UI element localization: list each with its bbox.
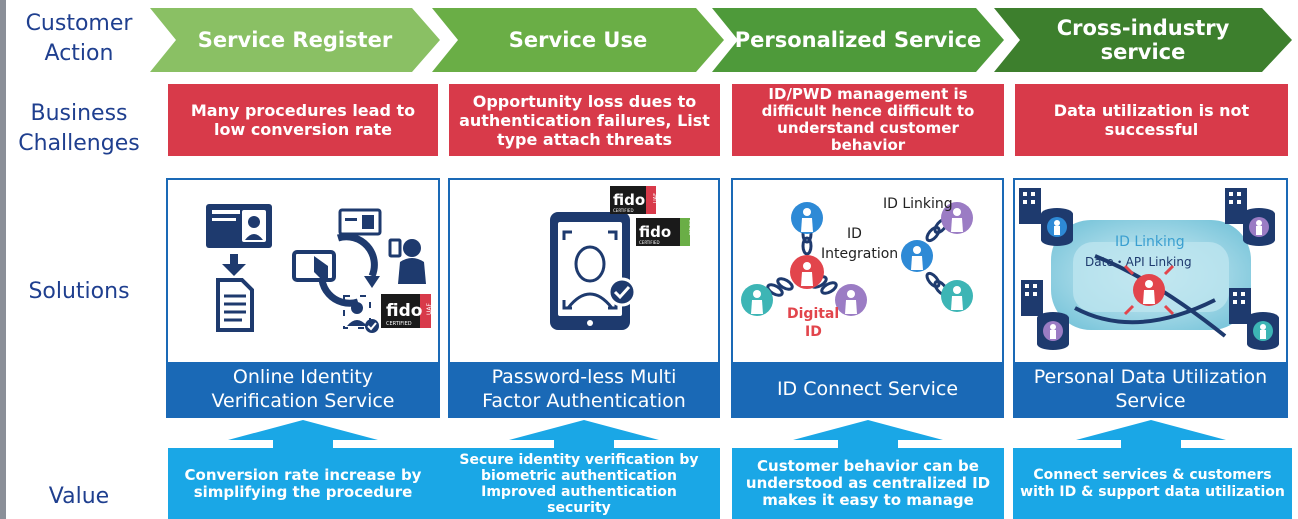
cloud-api-linking-label: Date・API Linking xyxy=(1085,255,1192,269)
checkmark-icon xyxy=(607,277,637,307)
step-label: Cross-industry service xyxy=(1056,16,1230,64)
step-chevron-4: Cross-industry service xyxy=(994,8,1292,72)
up-arrow-icon-1 xyxy=(228,420,378,450)
selfie-person-icon xyxy=(388,238,426,284)
tablet-touch-icon xyxy=(292,250,336,282)
person-node-blue-group2 xyxy=(901,240,933,272)
step-label: Service Register xyxy=(197,28,393,52)
row-label-solutions: Solutions xyxy=(28,279,130,304)
challenge-box-3: ID/PWD management is difficult hence dif… xyxy=(732,84,1004,156)
svg-text:UAF: UAF xyxy=(426,303,433,315)
row-label-business-challenges: Business Challenges xyxy=(18,101,140,156)
chevron-shape xyxy=(150,8,440,72)
step-chevron-1: Service Register xyxy=(150,8,440,72)
chevron-shape xyxy=(994,8,1292,72)
solution-passwordless: fido UAF CERTIFIED fido FIDO2 CERTIFIED … xyxy=(448,178,720,418)
small-id-card-icon xyxy=(338,208,382,236)
step-label: Service Use xyxy=(508,28,648,52)
value-box-1: Conversion rate increase by simplifying … xyxy=(168,448,438,519)
center-person-node xyxy=(1123,264,1175,316)
challenge-box-1: Many procedures lead to low conversion r… xyxy=(168,84,438,156)
up-arrow-icon-4 xyxy=(1076,420,1226,450)
building-icon-br xyxy=(1229,288,1251,324)
value-box-3: Customer behavior can be understood as c… xyxy=(732,448,1004,519)
svg-text:CERTIFIED: CERTIFIED xyxy=(613,208,634,213)
person-node-purple-right xyxy=(835,284,867,316)
solution-personal-data: ID Linking Date・API Linking xyxy=(1013,178,1288,418)
chevron-shape xyxy=(712,8,1004,72)
solution-caption: ID Connect Service xyxy=(733,362,1002,416)
value-box-2: Secure identity verification by biometri… xyxy=(438,448,720,519)
id-integration-label-2: Integration xyxy=(821,246,898,262)
id-card-icon xyxy=(206,204,272,248)
person-node-teal-left xyxy=(741,284,773,316)
building-icon-tr xyxy=(1225,188,1247,224)
database-node-tr xyxy=(1243,208,1275,246)
building-icon-bl xyxy=(1021,280,1043,316)
value-box-4: Connect services & customers with ID & s… xyxy=(1013,448,1292,519)
step-chevron-3: Personalized Service xyxy=(712,8,1004,72)
svg-text:UAF: UAF xyxy=(653,193,659,203)
svg-text:CERTIFIED: CERTIFIED xyxy=(639,240,660,245)
left-edge-bar xyxy=(0,0,6,519)
building-icon-tl xyxy=(1019,188,1041,224)
identity-verification-illustration: fido UAF CERTIFIED xyxy=(168,180,438,362)
digital-id-label-2: ID xyxy=(805,324,822,340)
id-integration-label-1: ID xyxy=(847,226,862,242)
solution-caption: Personal Data Utilization Service xyxy=(1015,362,1286,416)
smartphone-face-icon xyxy=(550,212,630,330)
solution-online-identity: fido UAF CERTIFIED Online Identity Verif… xyxy=(166,178,440,418)
id-connect-illustration: ID Linking ID Integration Digital ID xyxy=(733,180,1002,362)
digital-id-label-1: Digital xyxy=(787,306,839,322)
challenge-box-2: Opportunity loss dues to authentication … xyxy=(449,84,720,156)
solution-id-connect: ID Linking ID Integration Digital ID ID … xyxy=(731,178,1004,418)
fido-uaf-badge: fido UAF CERTIFIED xyxy=(610,186,659,214)
document-icon xyxy=(216,278,254,332)
svg-text:fido: fido xyxy=(613,191,645,209)
up-arrow-icon-2 xyxy=(509,420,659,450)
person-node-red-center xyxy=(790,255,824,289)
chevron-shape xyxy=(432,8,724,72)
row-label-value: Value xyxy=(48,484,110,509)
up-arrow-icon-3 xyxy=(793,420,943,450)
data-utilization-illustration: ID Linking Date・API Linking xyxy=(1015,180,1286,362)
database-node-bl xyxy=(1037,312,1069,350)
fido2-badge: fido FIDO2 CERTIFIED xyxy=(636,218,695,246)
person-node-teal-group2 xyxy=(941,280,973,312)
svg-text:CERTIFIED: CERTIFIED xyxy=(386,321,412,327)
passwordless-illustration: fido UAF CERTIFIED fido FIDO2 CERTIFIED xyxy=(450,180,718,362)
down-arrow-icon xyxy=(222,254,246,276)
step-label: Personalized Service xyxy=(734,28,982,52)
database-node-tl xyxy=(1041,208,1073,246)
row-label-customer-action: Customer Action xyxy=(25,11,133,66)
database-node-br xyxy=(1247,312,1279,350)
solution-caption: Password-less Multi Factor Authenticatio… xyxy=(450,362,718,416)
svg-text:FIDO2: FIDO2 xyxy=(689,220,695,235)
svg-text:fido: fido xyxy=(386,301,422,321)
person-node-purple-group2 xyxy=(941,202,973,234)
face-verify-icon xyxy=(343,295,379,333)
id-linking-label: ID Linking xyxy=(883,196,953,212)
fido-uaf-badge: fido UAF CERTIFIED xyxy=(381,294,433,328)
cloud-id-linking-label: ID Linking xyxy=(1115,234,1185,250)
solution-caption: Online Identity Verification Service xyxy=(168,362,438,416)
step-chevron-2: Service Use xyxy=(432,8,724,72)
challenge-box-4: Data utilization is not successful xyxy=(1015,84,1288,156)
svg-text:fido: fido xyxy=(639,223,671,241)
person-node-blue-top xyxy=(791,202,823,234)
